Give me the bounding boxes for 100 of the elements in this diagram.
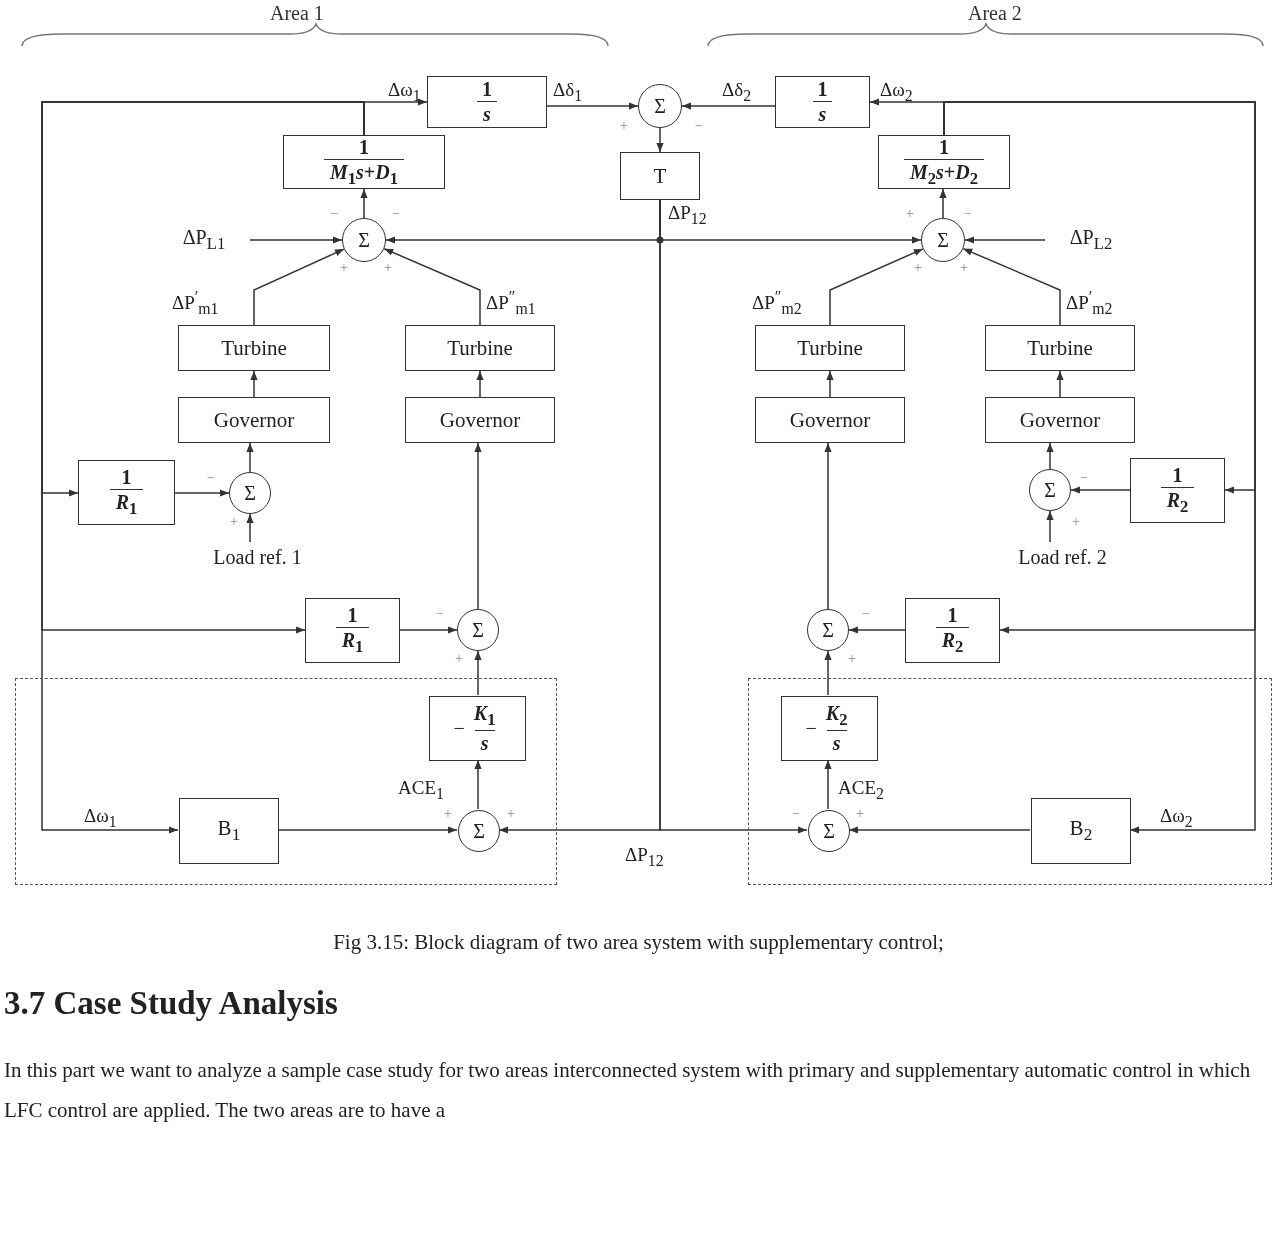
signal-label: ΔP$_{L1}$ [158, 225, 250, 255]
signal-label: Δω$_{1}$ [84, 806, 117, 831]
denominator: R$_{1}$ [335, 627, 370, 657]
summing-junction: Σ [807, 609, 849, 651]
process-block: T [620, 152, 700, 200]
arrow [174, 489, 230, 497]
body-paragraph: In this part we want to analyze a sample case study for two areas interconnected system with primary and supplementary automatic control in which LFC control are applied. The two areas are to have a [4, 1057, 1252, 1124]
arrow [474, 759, 482, 810]
arrow [962, 247, 1061, 326]
signal-label: Δω$_{2}$ [880, 80, 913, 105]
process-block: Turbine [178, 325, 330, 371]
arrow [360, 188, 368, 219]
arrow [249, 236, 343, 244]
prefix-sign: − [453, 717, 465, 740]
sign-label: + [455, 651, 463, 667]
sign-label: − [436, 606, 444, 622]
transfer-function-block [905, 598, 1000, 663]
sign-label: + [340, 260, 348, 276]
arrow [829, 248, 924, 326]
arrow [246, 513, 254, 543]
signal-label: Load ref. 2 [985, 542, 1140, 572]
numerator: 1 [346, 604, 359, 628]
denominator: R$_{1}$ [109, 489, 144, 519]
denominator: R$_{2}$ [935, 627, 970, 657]
prefix-sign: − [805, 717, 817, 740]
process-block: Governor [178, 397, 330, 443]
denominator: s [812, 101, 833, 126]
signal-label: ΔP$_{12}$ [668, 203, 707, 228]
numerator: 1 [938, 135, 950, 159]
arrow [253, 248, 345, 326]
sign-label: + [620, 118, 628, 134]
arrow [824, 759, 832, 810]
sign-label: + [444, 806, 452, 822]
arrow [383, 247, 481, 326]
sign-label: + [960, 260, 968, 276]
transfer-function-block [283, 135, 445, 189]
summing-junction: Σ [808, 810, 850, 852]
summing-junction: Σ [457, 609, 499, 651]
signal-label: Load ref. 1 [175, 542, 340, 572]
summing-junction: Σ [229, 472, 271, 514]
sign-label: + [507, 806, 515, 822]
arrow [939, 188, 947, 219]
sign-label: + [906, 206, 914, 222]
denominator: M$_{2}$s+D$_{2}$ [903, 158, 985, 189]
figure-caption: Fig 3.15: Block diagram of two area system with supplementary control; [332, 930, 945, 955]
summing-junction: Σ [638, 84, 682, 128]
arrow [1046, 510, 1054, 543]
signal-label: ΔP$_{L2}$ [1045, 225, 1137, 255]
arrow [476, 370, 484, 398]
numerator: K$_{2}$ [824, 701, 849, 731]
transfer-function-block [427, 76, 547, 128]
sign-label: − [695, 118, 703, 134]
process-block: Governor [405, 397, 555, 443]
sign-label: − [392, 206, 400, 222]
arrow [474, 442, 482, 610]
transfer-function-block [305, 598, 400, 663]
arrow [824, 442, 832, 610]
numerator: 1 [358, 135, 370, 159]
transfer-function-block [429, 696, 526, 761]
numerator: K$_{1}$ [472, 701, 497, 731]
process-block: Governor [985, 397, 1135, 443]
transfer-function-block [78, 460, 175, 525]
transfer-function-block [1130, 458, 1225, 523]
denominator: R$_{2}$ [1160, 487, 1195, 517]
dashed-frame [15, 678, 557, 885]
process-block: Governor [755, 397, 905, 443]
numerator: 1 [120, 466, 133, 490]
arrow [546, 102, 639, 110]
denominator: s [477, 101, 497, 126]
arrow [1070, 486, 1131, 494]
sign-label: + [384, 260, 392, 276]
sign-label: − [1080, 470, 1088, 486]
summing-junction: Σ [1029, 469, 1071, 511]
arrow [848, 826, 1031, 834]
arrow [1046, 442, 1054, 470]
sign-label: − [330, 206, 338, 222]
sign-label: + [1072, 514, 1080, 530]
process-block: B$_{1}$ [179, 798, 279, 864]
process-block: Turbine [985, 325, 1135, 371]
arrow [474, 650, 482, 696]
arrow [824, 650, 832, 696]
dashed-frame [748, 678, 1272, 885]
arrow [399, 626, 458, 634]
numerator: 1 [946, 604, 959, 628]
numerator: 1 [481, 78, 493, 101]
sign-label: + [914, 260, 922, 276]
arrow [250, 370, 258, 398]
arrow [681, 102, 776, 110]
denominator: s [826, 730, 847, 756]
process-block: Turbine [405, 325, 555, 371]
sign-label: − [862, 606, 870, 622]
summing-junction: Σ [921, 218, 965, 262]
transfer-function-block [775, 76, 870, 128]
denominator: M$_{1}$s+D$_{1}$ [323, 158, 405, 189]
transfer-function-block [878, 135, 1010, 189]
area-label: Area 1 [270, 2, 324, 24]
signal-label: Δδ$_{2}$ [722, 80, 752, 105]
arrow [246, 442, 254, 473]
sign-label: − [792, 806, 800, 822]
signal-label: ACE$_{1}$ [398, 778, 444, 803]
